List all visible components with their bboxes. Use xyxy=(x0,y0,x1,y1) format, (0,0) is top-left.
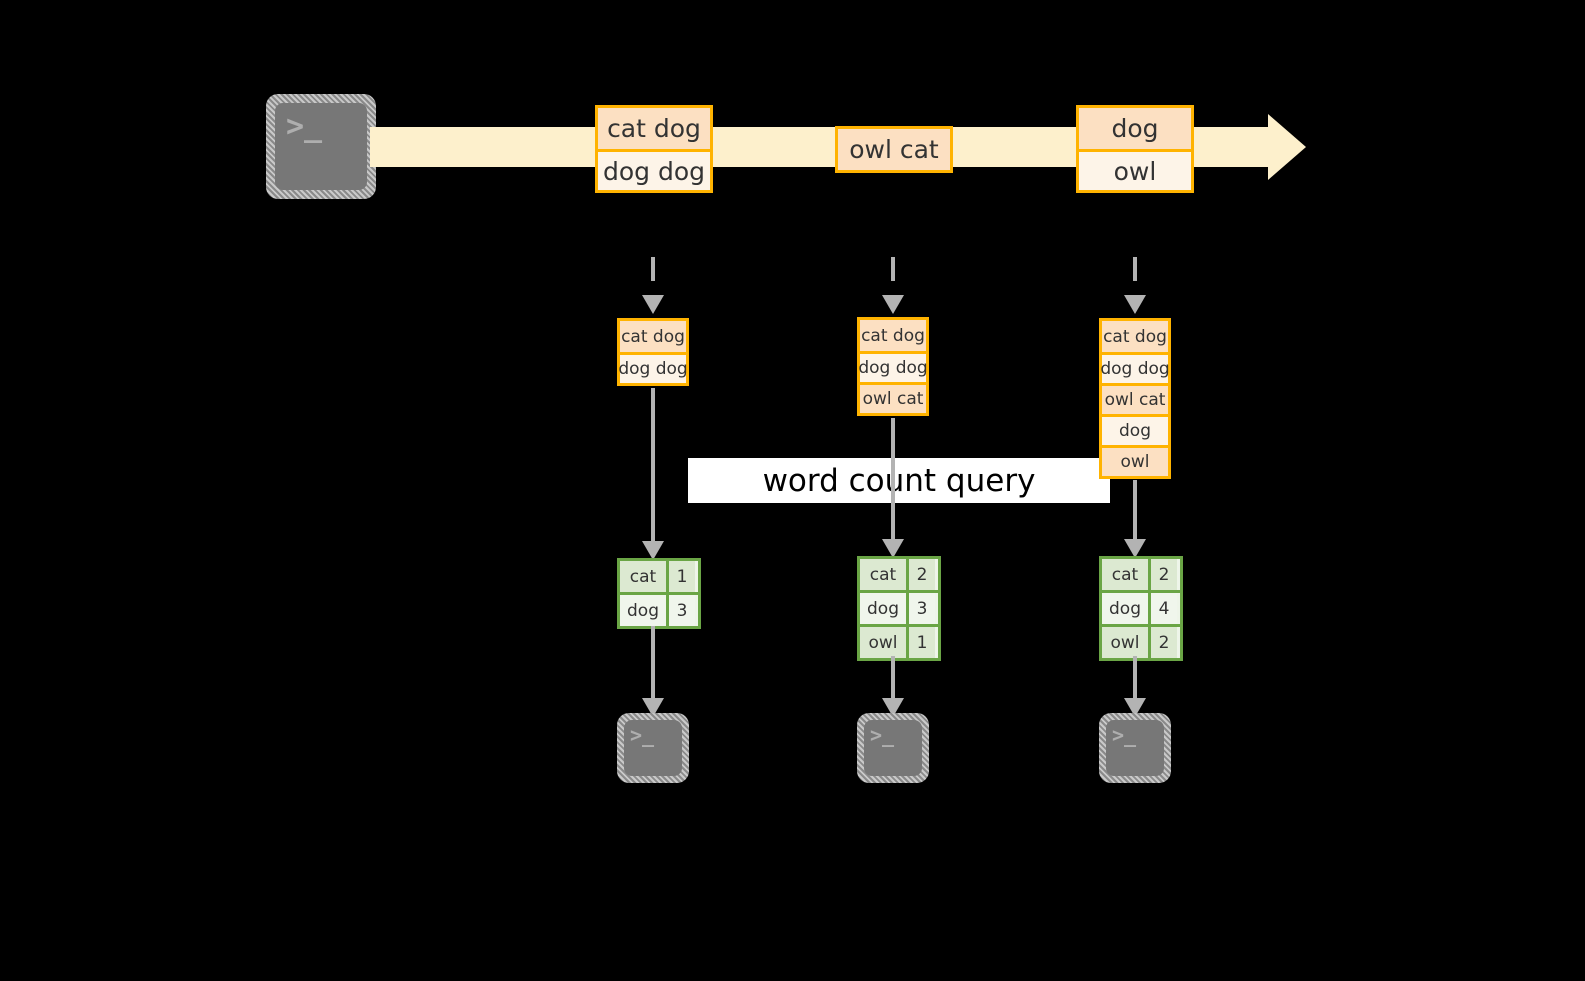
word-count-result-1: cat 1 dog 3 xyxy=(617,558,701,629)
stream-tap-arrowhead-2 xyxy=(882,295,904,314)
accumulated-line: dog dog xyxy=(858,351,928,382)
result-count: 3 xyxy=(906,593,935,624)
stream-tap-arrowhead-1 xyxy=(642,295,664,314)
terminal-screen xyxy=(275,103,367,190)
query-connector-3 xyxy=(1133,480,1137,542)
table-row: dog 3 xyxy=(860,590,938,624)
sink-connector-3 xyxy=(1133,656,1137,701)
stream-tap-connector-1 xyxy=(651,257,655,297)
result-word: dog xyxy=(1102,593,1148,624)
result-word: dog xyxy=(860,593,906,624)
result-count: 1 xyxy=(906,627,935,658)
sink-terminal-icon-2: >_ xyxy=(857,713,929,783)
accumulated-events-3: cat dog dog dog owl cat dog owl xyxy=(1099,318,1171,479)
query-banner-label: word count query xyxy=(762,462,1036,499)
sink-terminal-icon-1: >_ xyxy=(617,713,689,783)
sink-connector-1 xyxy=(651,626,655,701)
accumulated-events-1: cat dog dog dog xyxy=(617,318,689,386)
accumulated-events-2: cat dog dog dog owl cat xyxy=(857,317,929,416)
sink-arrowhead-3 xyxy=(1124,698,1146,717)
event-line: dog xyxy=(1079,108,1191,149)
table-row: dog 4 xyxy=(1102,590,1180,624)
accumulated-line: dog dog xyxy=(618,352,688,383)
event-line: dog dog xyxy=(598,149,710,190)
stream-event-batch-2: owl cat xyxy=(835,126,953,173)
word-count-result-3: cat 2 dog 4 owl 2 xyxy=(1099,556,1183,661)
result-count: 2 xyxy=(1148,627,1177,658)
result-count: 2 xyxy=(1148,559,1177,590)
result-word: cat xyxy=(860,559,906,590)
accumulated-line: dog xyxy=(1102,414,1168,445)
table-row: owl 2 xyxy=(1102,624,1180,658)
terminal-screen xyxy=(1106,720,1164,776)
event-line: cat dog xyxy=(598,108,710,149)
accumulated-line: dog dog xyxy=(1100,352,1170,383)
result-count: 1 xyxy=(666,561,695,592)
result-count: 4 xyxy=(1148,593,1177,624)
result-word: cat xyxy=(620,561,666,592)
event-line: owl cat xyxy=(838,129,950,170)
accumulated-line: cat dog xyxy=(860,320,926,351)
result-word: owl xyxy=(1102,627,1148,658)
sink-connector-2 xyxy=(891,656,895,701)
result-word: owl xyxy=(860,627,906,658)
query-arrowhead-1 xyxy=(642,541,664,560)
result-word: cat xyxy=(1102,559,1148,590)
table-row: owl 1 xyxy=(860,624,938,658)
accumulated-line: owl xyxy=(1102,445,1168,476)
terminal-prompt-glyph: >_ xyxy=(870,723,895,747)
accumulated-line: cat dog xyxy=(620,321,686,352)
stream-tap-connector-3 xyxy=(1133,257,1137,297)
event-line: owl xyxy=(1079,149,1191,190)
word-count-result-2: cat 2 dog 3 owl 1 xyxy=(857,556,941,661)
table-row: cat 2 xyxy=(1102,559,1180,590)
stream-event-batch-1: cat dog dog dog xyxy=(595,105,713,193)
result-count: 2 xyxy=(906,559,935,590)
query-arrowhead-3 xyxy=(1124,539,1146,558)
terminal-prompt-glyph: >_ xyxy=(1112,723,1137,747)
accumulated-line: cat dog xyxy=(1102,321,1168,352)
terminal-screen xyxy=(864,720,922,776)
table-row: cat 1 xyxy=(620,561,698,592)
stream-tap-arrowhead-3 xyxy=(1124,295,1146,314)
table-row: dog 3 xyxy=(620,592,698,626)
source-terminal-icon: >_ xyxy=(266,94,376,199)
terminal-prompt-glyph: >_ xyxy=(286,109,323,144)
query-arrowhead-2 xyxy=(882,539,904,558)
table-row: cat 2 xyxy=(860,559,938,590)
query-connector-2 xyxy=(891,418,895,542)
terminal-prompt-glyph: >_ xyxy=(630,723,655,747)
sink-terminal-icon-3: >_ xyxy=(1099,713,1171,783)
result-word: dog xyxy=(620,595,666,626)
sink-arrowhead-1 xyxy=(642,698,664,717)
stream-arrow-head-icon xyxy=(1268,114,1306,180)
stream-event-batch-3: dog owl xyxy=(1076,105,1194,193)
result-count: 3 xyxy=(666,595,695,626)
terminal-screen xyxy=(624,720,682,776)
accumulated-line: owl cat xyxy=(860,382,926,413)
accumulated-line: owl cat xyxy=(1102,383,1168,414)
query-connector-1 xyxy=(651,388,655,544)
stream-tap-connector-2 xyxy=(891,257,895,297)
query-banner: word count query xyxy=(688,458,1110,503)
sink-arrowhead-2 xyxy=(882,698,904,717)
